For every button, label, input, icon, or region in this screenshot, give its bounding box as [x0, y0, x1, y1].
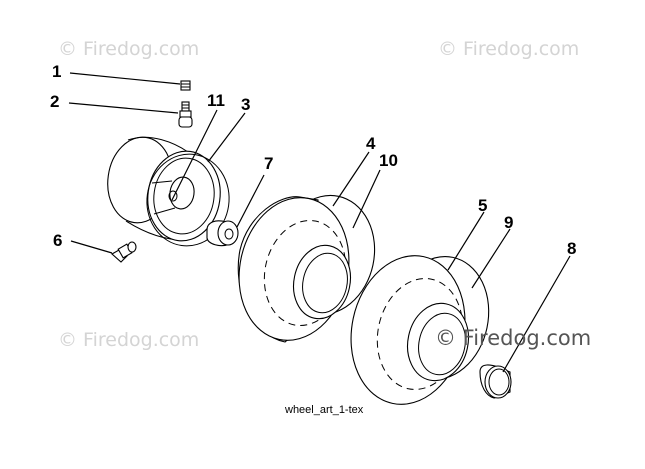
callout-7: 7 [264, 154, 273, 173]
callout-1: 1 [52, 62, 61, 81]
bushing-part [206, 220, 239, 247]
leader-line-2 [68, 102, 179, 114]
callout-2: 2 [50, 92, 59, 111]
watermark-top-left: © Firedog.com [58, 38, 199, 60]
diagram-caption: wheel_art_1-tex [284, 404, 364, 416]
leader-line-10 [352, 169, 381, 229]
watermark-top-right: © Firedog.com [438, 38, 579, 60]
leader-line-9 [471, 228, 511, 289]
callout-8: 8 [567, 239, 576, 258]
rear-tire-part [350, 255, 490, 405]
leader-line-1 [69, 72, 181, 85]
callout-6: 6 [53, 231, 62, 250]
leader-line-8 [502, 255, 571, 373]
valve-stem-part [178, 101, 193, 128]
callout-4: 4 [366, 134, 376, 153]
callout-5: 5 [478, 196, 487, 215]
leader-line-7 [236, 174, 265, 228]
front-tire-part [237, 194, 376, 343]
leader-line-4 [332, 151, 370, 207]
valve-cap-part [180, 80, 191, 91]
grease-fitting-part [111, 241, 137, 263]
wheel-rim-part [107, 136, 221, 242]
leader-line-6 [70, 240, 113, 254]
hub-cap-part [479, 364, 512, 399]
leader-line-11 [171, 109, 218, 201]
watermark-bottom-right: © Firedog.com [435, 326, 591, 350]
callout-11: 11 [207, 91, 225, 110]
callout-10: 10 [379, 151, 398, 170]
watermark-bottom-left: © Firedog.com [58, 329, 199, 351]
callout-9: 9 [504, 213, 513, 232]
callout-3: 3 [241, 95, 250, 114]
leader-line-3 [207, 112, 246, 163]
leader-line-5 [447, 211, 485, 271]
